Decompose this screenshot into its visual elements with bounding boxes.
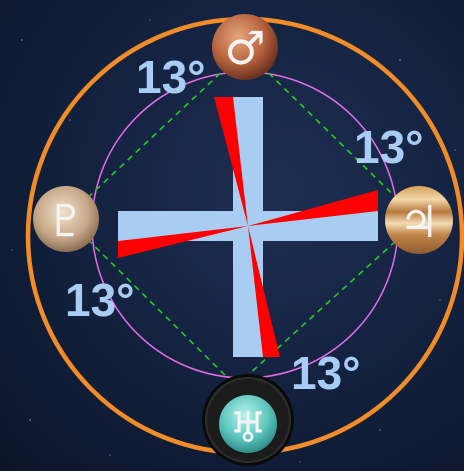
planet-pluto[interactable]: ♇ <box>33 186 99 252</box>
planet-mars[interactable]: ♂ <box>212 14 278 80</box>
planet-jupiter[interactable]: ♃ <box>385 186 453 254</box>
orb-label-right: 13° <box>354 121 424 173</box>
mars-icon: ♂ <box>224 21 265 75</box>
orb-label-bottom: 13° <box>291 347 361 399</box>
uranus-icon: ♅ <box>229 403 267 452</box>
orb-label-left: 13° <box>65 274 135 326</box>
pluto-icon: ♇ <box>46 196 85 247</box>
orb-label-top: 13° <box>136 51 206 103</box>
jupiter-icon: ♃ <box>399 197 438 248</box>
planet-uranus[interactable]: ♅ <box>202 374 294 466</box>
